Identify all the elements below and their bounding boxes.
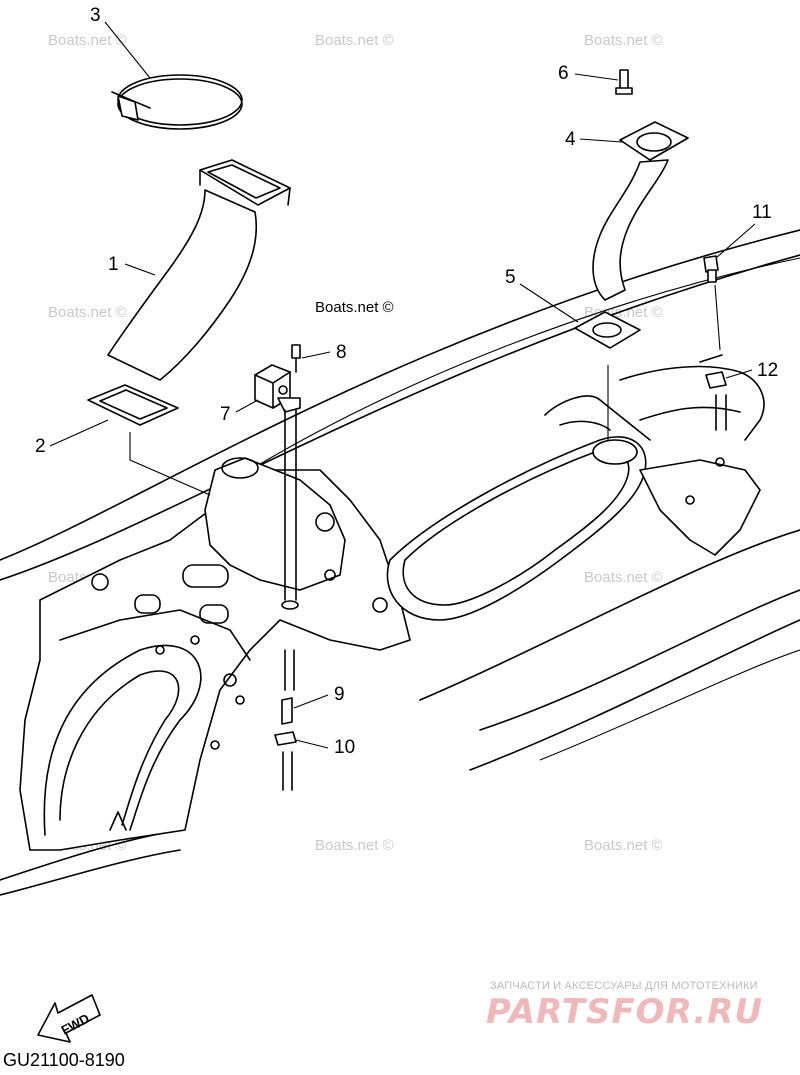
svg-text:4: 4 bbox=[565, 129, 576, 150]
callout-3: 3 bbox=[90, 5, 151, 79]
svg-text:9: 9 bbox=[334, 684, 345, 705]
callout-1: 1 bbox=[108, 254, 156, 276]
callout-5: 5 bbox=[505, 267, 579, 323]
callout-12: 12 bbox=[725, 360, 778, 381]
callout-9: 9 bbox=[293, 684, 345, 709]
svg-text:7: 7 bbox=[220, 404, 231, 425]
svg-text:6: 6 bbox=[558, 63, 569, 84]
svg-text:11: 11 bbox=[752, 202, 772, 223]
watermark: Boats.net © bbox=[48, 32, 127, 49]
banner-logo: PARTSFOR.RU bbox=[486, 992, 764, 1032]
svg-text:5: 5 bbox=[505, 267, 516, 288]
svg-text:3: 3 bbox=[90, 5, 101, 26]
watermark: Boats.net © bbox=[48, 304, 127, 321]
vent-pipe-part bbox=[574, 69, 689, 465]
svg-text:1: 1 bbox=[108, 254, 119, 275]
diagram-code: GU21100-8190 bbox=[3, 1050, 125, 1070]
callout-2: 2 bbox=[35, 419, 109, 457]
callout-11: 11 bbox=[715, 202, 772, 259]
callout-4: 4 bbox=[565, 129, 623, 150]
hose-clamp-part bbox=[111, 74, 243, 130]
callout-8: 8 bbox=[301, 342, 347, 363]
callout-10: 10 bbox=[295, 737, 355, 758]
watermark: Boats.net © bbox=[584, 837, 663, 854]
svg-text:12: 12 bbox=[757, 360, 778, 381]
vent-fitting-part bbox=[254, 344, 301, 791]
banner-tagline: ЗАПЧАСТИ И АКСЕССУАРЫ ДЛЯ МОТОТЕХНИКИ bbox=[490, 980, 758, 992]
intake-duct-part bbox=[107, 159, 291, 381]
svg-text:10: 10 bbox=[334, 737, 355, 758]
watermark: Boats.net © bbox=[315, 837, 394, 854]
watermark: Boats.net © bbox=[315, 32, 394, 49]
duct-gasket-part bbox=[87, 384, 211, 496]
fwd-arrow-icon: FWD bbox=[37, 994, 101, 1043]
engine-deck bbox=[386, 365, 765, 621]
svg-text:8: 8 bbox=[336, 342, 347, 363]
frame-structure bbox=[19, 457, 411, 851]
watermark: Boats.net © bbox=[584, 32, 663, 49]
watermark: Boats.net © bbox=[315, 299, 394, 316]
right-fitting-part bbox=[699, 255, 727, 431]
callout-7: 7 bbox=[220, 399, 259, 425]
watermark: Boats.net © bbox=[584, 569, 663, 586]
svg-text:2: 2 bbox=[35, 436, 46, 457]
callout-6: 6 bbox=[558, 63, 619, 84]
